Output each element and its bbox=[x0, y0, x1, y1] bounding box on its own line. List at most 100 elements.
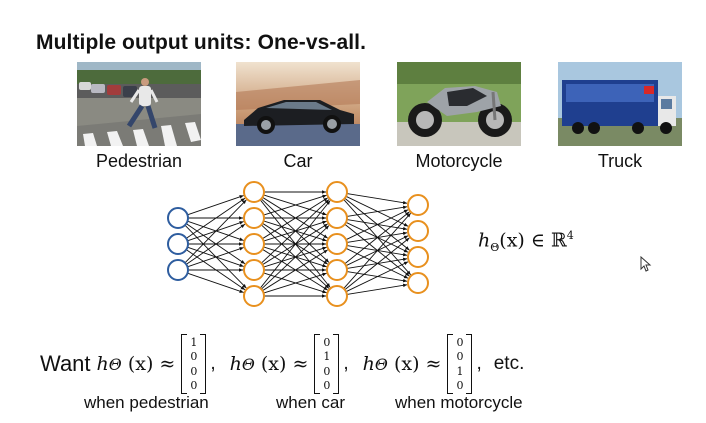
class-label-pedestrian: Pedestrian bbox=[95, 151, 183, 171]
vector-entry: 0 bbox=[456, 379, 464, 393]
network-edge-arrowhead bbox=[322, 246, 327, 251]
vector-entry: 1 bbox=[190, 335, 198, 349]
network-edge-arrowhead bbox=[323, 260, 328, 265]
vector-entry: 1 bbox=[456, 364, 464, 378]
real-space-symbol: ℝ bbox=[551, 229, 567, 252]
input-unit bbox=[167, 259, 189, 281]
network-edge-arrowhead bbox=[322, 272, 327, 277]
hypothesis-arg: (x) bbox=[499, 229, 525, 252]
hidden-unit bbox=[326, 259, 348, 281]
vector-entry: 0 bbox=[190, 350, 198, 364]
hidden-unit bbox=[326, 181, 348, 203]
input-unit bbox=[167, 233, 189, 255]
network-edge-arrowhead bbox=[322, 242, 326, 246]
hypothesis-h: h bbox=[478, 229, 491, 252]
network-edge bbox=[263, 194, 327, 216]
vector-entry: 0 bbox=[323, 379, 331, 393]
network-nodes bbox=[167, 181, 429, 307]
network-edge-arrowhead bbox=[323, 249, 328, 254]
separator: , bbox=[343, 353, 349, 374]
network-edge-arrowhead bbox=[402, 252, 408, 257]
network-edge-arrowhead bbox=[322, 268, 326, 272]
network-edge bbox=[187, 272, 244, 293]
network-edge-arrowhead bbox=[239, 237, 244, 241]
motorcycle-photo bbox=[397, 62, 521, 146]
vector-entry: 1 bbox=[323, 350, 331, 364]
network-edge bbox=[346, 284, 408, 295]
network-edge-arrowhead bbox=[239, 242, 243, 246]
network-edge-arrowhead bbox=[322, 263, 327, 268]
network-edge-arrowhead bbox=[326, 283, 331, 288]
network-edge-arrowhead bbox=[322, 216, 326, 220]
network-edge-arrowhead bbox=[239, 195, 244, 199]
network-edge-arrowhead bbox=[405, 211, 410, 216]
slide-title: Multiple output units: One-vs-all. bbox=[36, 31, 367, 54]
truck-photo bbox=[558, 62, 682, 146]
network-edges bbox=[184, 190, 412, 298]
network-edge bbox=[344, 211, 410, 265]
separator: , bbox=[476, 353, 482, 374]
vector-entry: 0 bbox=[190, 379, 198, 393]
expr-arg: (x) ≈ bbox=[260, 353, 309, 375]
network-edge bbox=[262, 249, 328, 292]
car-photo bbox=[236, 62, 360, 146]
when-motorcycle-label: when motorcycle bbox=[395, 393, 523, 412]
network-edge-arrowhead bbox=[402, 283, 408, 288]
network-edge-arrowhead bbox=[403, 222, 409, 227]
network-edge bbox=[346, 193, 408, 204]
network-edge-arrowhead bbox=[322, 194, 327, 199]
hidden-unit bbox=[243, 285, 265, 307]
separator: , bbox=[210, 353, 216, 374]
neural-network-diagram bbox=[167, 181, 429, 307]
network-edge bbox=[346, 206, 408, 217]
network-edge-arrowhead bbox=[239, 216, 243, 220]
output-dimension: 4 bbox=[566, 229, 574, 242]
hidden-unit bbox=[243, 181, 265, 203]
network-edge-arrowhead bbox=[323, 286, 328, 291]
network-edge bbox=[344, 237, 410, 291]
one-hot-vector-pedestrian: 1 0 0 0 bbox=[181, 334, 207, 394]
hidden-unit bbox=[243, 259, 265, 281]
network-edge bbox=[262, 197, 328, 240]
network-edge-arrowhead bbox=[402, 278, 408, 283]
network-edge-arrowhead bbox=[402, 200, 408, 205]
expr-h: h bbox=[229, 353, 242, 375]
network-edge-arrowhead bbox=[403, 235, 409, 240]
network-edge-arrowhead bbox=[402, 231, 408, 236]
output-unit bbox=[407, 272, 429, 294]
class-label-car: Car bbox=[283, 151, 313, 171]
hidden-unit bbox=[243, 207, 265, 229]
network-edge-arrowhead bbox=[326, 200, 331, 205]
element-of-symbol: ∈ bbox=[530, 229, 545, 252]
network-edge-arrowhead bbox=[322, 211, 327, 216]
network-edge-arrowhead bbox=[402, 257, 408, 262]
hidden-unit bbox=[326, 207, 348, 229]
network-edge bbox=[185, 197, 246, 239]
class-label-truck: Truck bbox=[597, 151, 643, 171]
network-edge-arrowhead bbox=[324, 199, 329, 204]
expr-subscript: Θ bbox=[374, 354, 388, 374]
network-edge-arrowhead bbox=[323, 234, 328, 239]
network-edge-arrowhead bbox=[323, 197, 328, 202]
output-unit bbox=[407, 246, 429, 268]
expr-h: h bbox=[96, 353, 109, 375]
hidden-unit bbox=[243, 233, 265, 255]
network-edge-arrowhead bbox=[405, 237, 410, 242]
network-edge-arrowhead bbox=[405, 246, 410, 251]
want-label: Want bbox=[40, 351, 91, 376]
when-car-label: when car bbox=[276, 393, 345, 412]
etc-label: etc. bbox=[493, 353, 525, 374]
output-unit bbox=[407, 220, 429, 242]
output-unit bbox=[407, 194, 429, 216]
network-edge bbox=[259, 200, 331, 289]
network-edge-arrowhead bbox=[322, 294, 326, 298]
network-edge bbox=[345, 261, 409, 293]
network-edge bbox=[187, 247, 244, 268]
network-edge-arrowhead bbox=[240, 260, 245, 264]
network-edge-arrowhead bbox=[322, 289, 327, 294]
